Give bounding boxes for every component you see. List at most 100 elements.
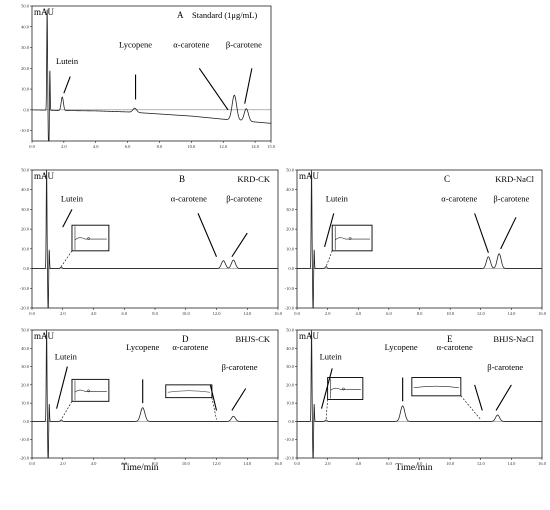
peak-pointer-line <box>500 217 517 250</box>
y-tick-label: -20.0 <box>20 306 30 311</box>
x-tick-label: 16.0 <box>538 461 547 466</box>
inset-link-line <box>325 399 328 420</box>
x-tick-label: 2.0 <box>325 461 331 466</box>
x-tick-label: 14.0 <box>251 144 260 149</box>
x-tick-label: 12.0 <box>477 311 486 316</box>
y-axis-label: mAU <box>34 171 55 181</box>
y-tick-label: 10.0 <box>21 401 30 406</box>
y-tick-label: -10.0 <box>20 128 30 133</box>
x-tick-label: 8.0 <box>152 311 158 316</box>
panels: -10.0 0.0 10.0 20.0 30.0 40.0 50.0 0.0 2.0 4.0 6.0… <box>20 4 547 467</box>
chromatogram-trace <box>32 330 278 459</box>
peak-label: Lutein <box>326 194 349 204</box>
y-tick-label: 0.0 <box>23 266 29 271</box>
x-tick-label: 6.0 <box>386 311 392 316</box>
y-tick-label: 20.0 <box>286 227 295 232</box>
peak-label: α-carotene <box>437 342 473 352</box>
x-tick-label: 0.0 <box>29 311 35 316</box>
inset-peak-marker <box>342 387 345 391</box>
panel-letter: A <box>177 10 184 20</box>
panel-condition: Standard (1μg/mL) <box>192 10 257 20</box>
peak-pointer-line <box>62 209 73 228</box>
x-tick-label: 2.0 <box>60 311 66 316</box>
x-tick-label: 12.0 <box>213 461 222 466</box>
peak-pointer-line <box>244 68 253 104</box>
y-tick-label: 50.0 <box>21 4 30 9</box>
panel-letter: E <box>447 334 453 344</box>
peak-label: α-carotene <box>171 194 207 204</box>
peak-label: β-carotene <box>226 40 262 50</box>
peak-label: Lutein <box>55 351 78 361</box>
peak-label: β-carotene <box>222 362 258 372</box>
chromatogram-trace <box>32 9 272 142</box>
zoom-inset-box <box>165 384 213 399</box>
x-tick-label: 10.0 <box>446 311 455 316</box>
x-tick-label: 12.0 <box>477 461 486 466</box>
y-tick-label: 0.0 <box>288 266 294 271</box>
inset-link-line <box>325 250 333 267</box>
panel-condition: KRD-CK <box>237 174 270 184</box>
y-tick-label: 30.0 <box>21 45 30 50</box>
plot-frame <box>31 5 272 142</box>
x-tick-label: 0.0 <box>29 461 35 466</box>
inset-link-line <box>60 250 73 267</box>
x-tick-label: 14.0 <box>243 461 252 466</box>
x-tick-label: 2.0 <box>60 461 66 466</box>
y-tick-label: 40.0 <box>286 187 295 192</box>
y-tick-label: 40.0 <box>21 346 30 351</box>
x-tick-label: 15.0 <box>267 144 276 149</box>
y-tick-label: 40.0 <box>21 187 30 192</box>
y-tick-label: 20.0 <box>21 382 30 387</box>
x-tick-label: 10.0 <box>187 144 196 149</box>
y-tick-label: -20.0 <box>20 456 30 461</box>
y-tick-label: -10.0 <box>20 286 30 291</box>
x-tick-label: 16.0 <box>274 461 283 466</box>
panel-letter: B <box>179 174 185 184</box>
y-tick-label: 30.0 <box>286 364 295 369</box>
x-tick-label: 10.0 <box>182 311 191 316</box>
peak-label: α-carotene <box>172 342 208 352</box>
zoom-inset-box <box>71 378 110 402</box>
y-tick-label: 50.0 <box>286 328 295 333</box>
peak-pointer-line <box>56 366 68 409</box>
x-tick-label: 0.0 <box>294 461 300 466</box>
chromatogram-trace <box>297 170 542 309</box>
y-tick-label: -20.0 <box>285 456 295 461</box>
y-tick-label: 40.0 <box>286 346 295 351</box>
x-tick-label: 8.0 <box>157 144 163 149</box>
y-tick-label: 10.0 <box>286 401 295 406</box>
y-tick-label: 10.0 <box>286 246 295 251</box>
y-tick-label: 30.0 <box>286 207 295 212</box>
y-tick-label: 0.0 <box>288 419 294 424</box>
x-tick-label: 14.0 <box>243 311 252 316</box>
x-tick-label: 4.0 <box>91 311 97 316</box>
peak-label: Lutein <box>320 351 343 361</box>
panel-condition: BHJS-NaCl <box>493 334 534 344</box>
x-tick-label: 8.0 <box>417 311 423 316</box>
inset-peak-marker <box>87 237 90 240</box>
chromatogram-trace <box>32 170 278 309</box>
peak-pointer-line <box>63 76 71 94</box>
y-tick-label: 20.0 <box>21 66 30 71</box>
inset-trace <box>413 385 459 388</box>
x-tick-label: 16.0 <box>538 311 547 316</box>
x-tick-label: 4.0 <box>355 461 361 466</box>
panel-letter: C <box>444 174 450 184</box>
peak-label: β-carotene <box>226 194 262 204</box>
inset-trace <box>330 378 361 399</box>
x-tick-label: 12.0 <box>213 311 222 316</box>
x-tick-label: 14.0 <box>507 461 516 466</box>
panel-condition: KRD-NaCl <box>495 174 534 184</box>
inset-trace <box>74 380 107 401</box>
x-tick-label: 6.0 <box>125 144 131 149</box>
panel-condition: BHJS-CK <box>236 334 271 344</box>
y-tick-label: -10.0 <box>20 437 30 442</box>
peak-label: Lutein <box>56 56 79 66</box>
y-tick-label: 50.0 <box>286 168 295 173</box>
inset-peak-marker <box>87 389 90 393</box>
x-tick-label: 2.0 <box>61 144 67 149</box>
